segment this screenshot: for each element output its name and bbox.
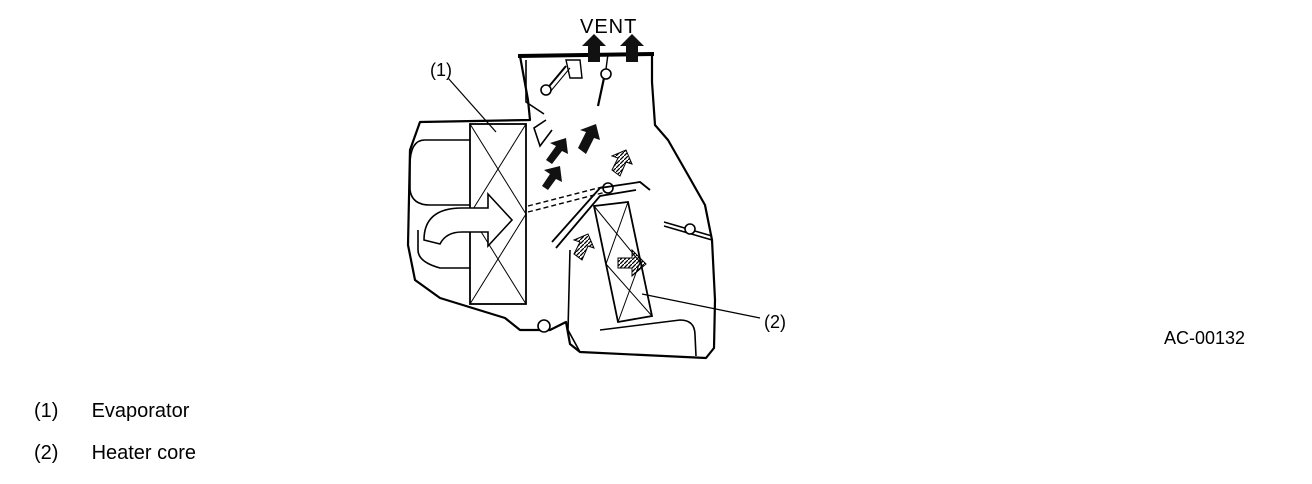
incoming-air-arrow xyxy=(423,191,514,249)
warm-air-arrows xyxy=(572,149,647,278)
vent-outlet-arrows xyxy=(582,34,644,62)
cool-air-arrows xyxy=(542,124,600,190)
inlet-duct xyxy=(409,139,470,206)
callout-1: (1) xyxy=(430,60,452,80)
legend-text: Evaporator xyxy=(91,400,190,422)
vent-label: VENT xyxy=(580,16,637,38)
heater-core-wall xyxy=(551,181,651,249)
vent-top-plate xyxy=(518,52,654,58)
lower-duct xyxy=(567,249,697,357)
inlet-duct-lower xyxy=(417,230,470,269)
leader-line-1 xyxy=(447,77,497,133)
legend-text: Heater core xyxy=(91,442,197,464)
leader-line-2 xyxy=(641,293,761,319)
heater-core xyxy=(592,201,654,324)
vent-duct-inner xyxy=(525,60,553,148)
legend-number: (1) xyxy=(34,400,59,422)
callout-2: (2) xyxy=(764,312,786,332)
legend-item-evaporator: (1) Evaporator xyxy=(34,400,189,423)
hvac-airflow-diagram: VENT (1) (2) xyxy=(406,16,786,360)
right-damper xyxy=(663,221,713,241)
legend-item-heater-core: (2) Heater core xyxy=(34,442,196,465)
figure-code: AC-00132 xyxy=(1164,328,1246,348)
vent-damper-right xyxy=(596,53,612,107)
bottom-pivot xyxy=(537,319,551,333)
vent-damper-left xyxy=(540,59,583,96)
legend-number: (2) xyxy=(34,442,59,464)
housing-outline xyxy=(406,52,717,360)
